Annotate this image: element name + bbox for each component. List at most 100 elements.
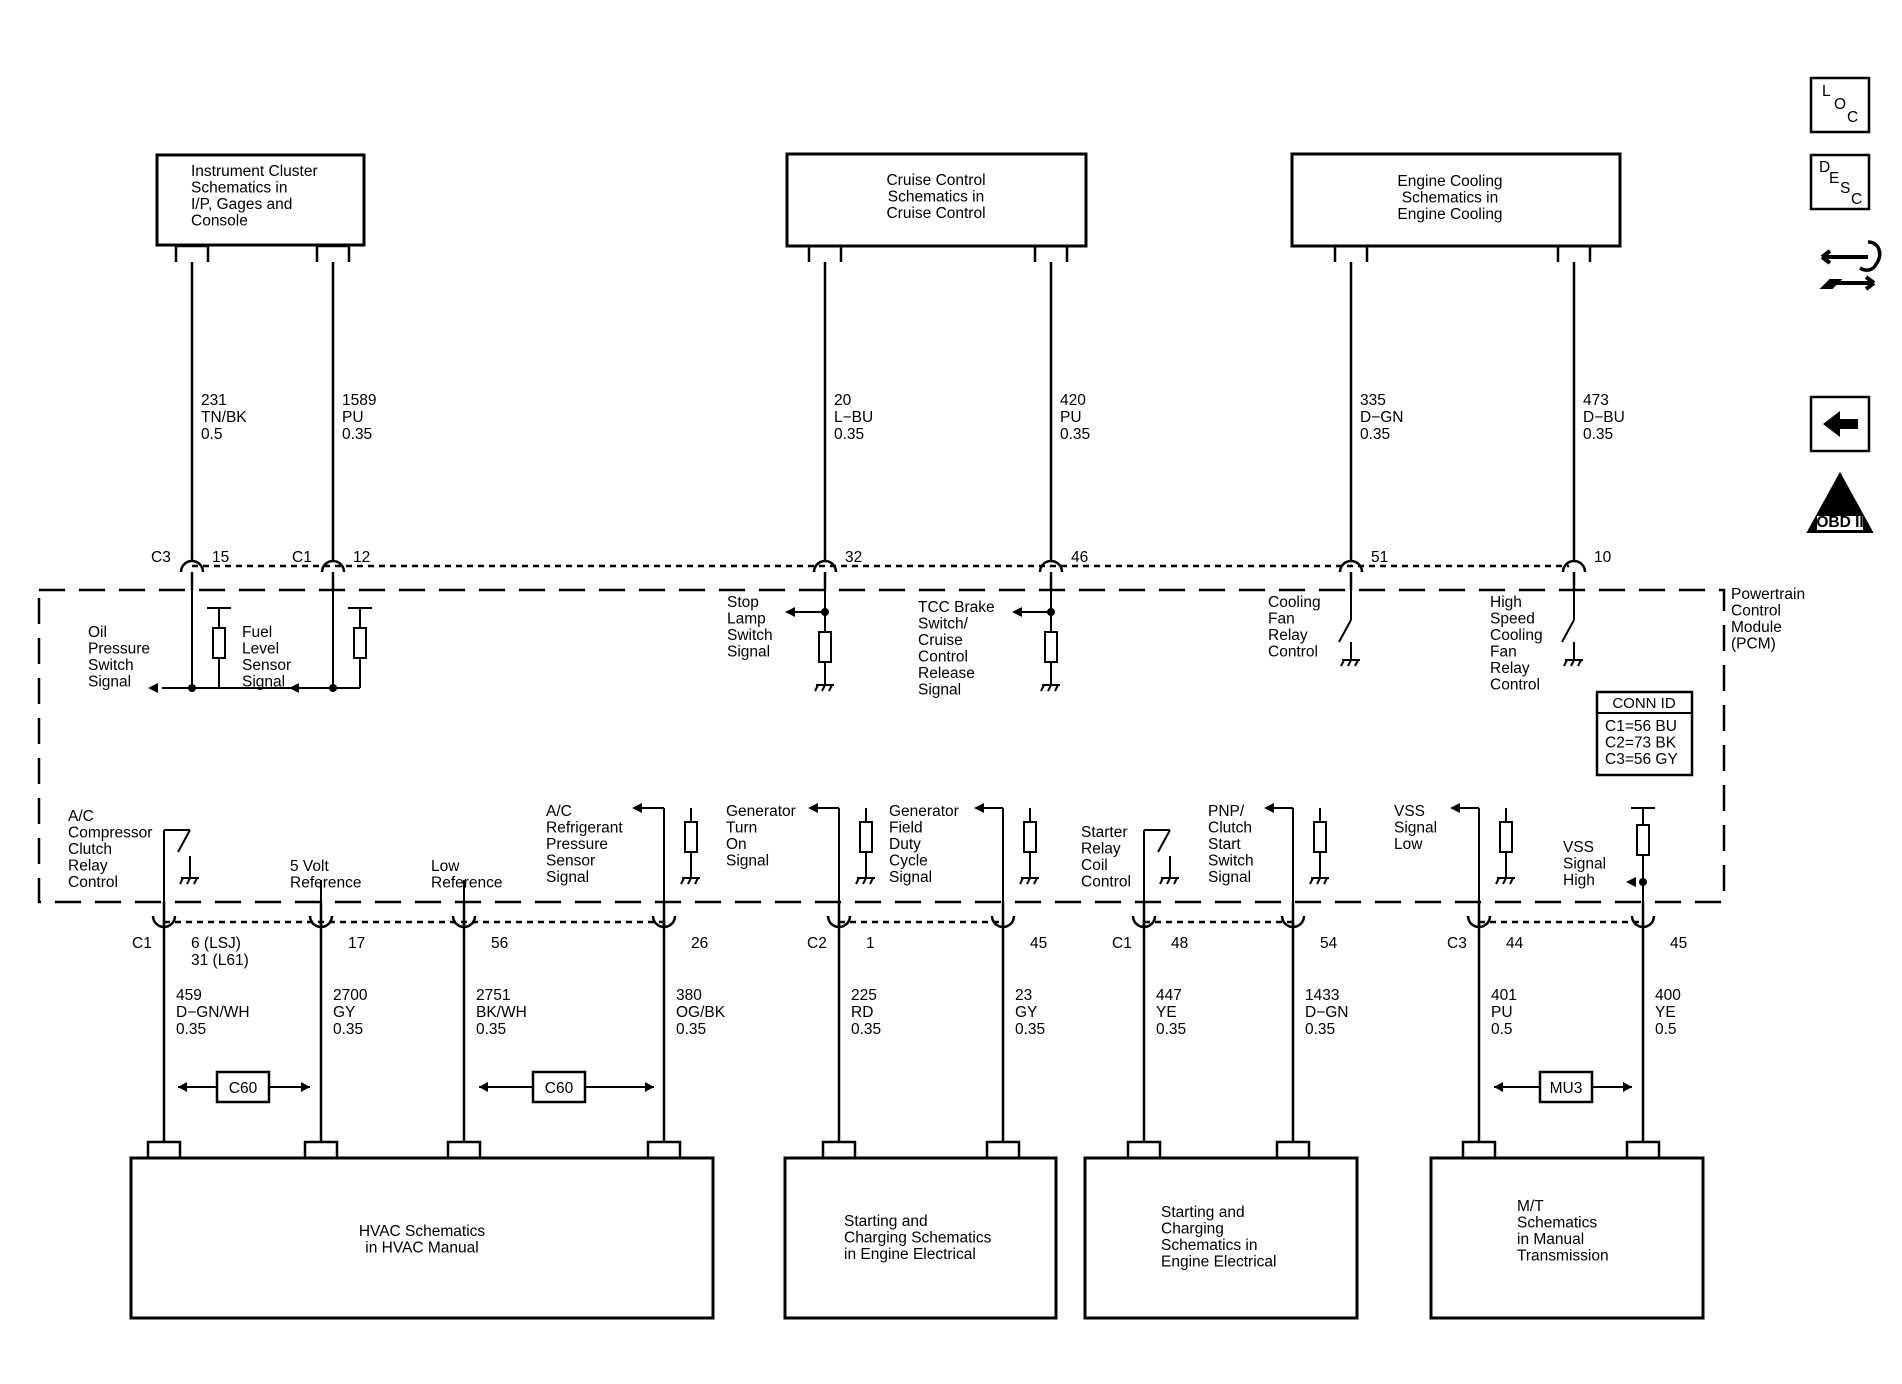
obd-text: OBD II bbox=[1816, 514, 1863, 531]
signal-label: TCC Brake bbox=[918, 599, 995, 616]
signal-label: Stop bbox=[727, 594, 759, 611]
signal-label: Turn bbox=[726, 820, 757, 837]
wire-circuit: 473 bbox=[1583, 392, 1609, 409]
wire-circuit: 1433 bbox=[1305, 987, 1339, 1004]
wire-circuit: 1589 bbox=[342, 392, 376, 409]
wire-color: YE bbox=[1156, 1004, 1177, 1021]
connector-id: C1 bbox=[1112, 935, 1132, 952]
ground-hatch bbox=[1040, 684, 1059, 692]
signal-label: Level bbox=[242, 641, 279, 658]
signal-label: Signal bbox=[727, 644, 770, 661]
resistor bbox=[1023, 821, 1037, 853]
bottom-wire-terminal bbox=[303, 1140, 339, 1158]
connector-id: C3 bbox=[151, 549, 171, 566]
top-wire-terminal bbox=[174, 244, 210, 262]
pin-number-alt: 31 (L61) bbox=[191, 952, 249, 969]
bottom-wire-terminal bbox=[1126, 1140, 1162, 1158]
signal-label: 5 Volt bbox=[290, 858, 329, 875]
signal-label: Compressor bbox=[68, 825, 152, 842]
signal-label: VSS bbox=[1394, 803, 1425, 820]
wire-gauge: 0.5 bbox=[201, 426, 223, 443]
signal-arrow bbox=[808, 803, 818, 813]
ground-hatch bbox=[1563, 659, 1582, 667]
loc-icon bbox=[1809, 76, 1871, 134]
signal-label: Coil bbox=[1081, 857, 1108, 874]
signal-label: Signal bbox=[918, 682, 961, 699]
top-connector-symbol bbox=[1038, 559, 1064, 573]
top-box-label: I/P, Gages and bbox=[191, 196, 292, 213]
wire-gauge: 0.5 bbox=[1491, 1021, 1513, 1038]
top-box-label: Instrument Cluster bbox=[191, 163, 318, 180]
wire-color: GY bbox=[333, 1004, 355, 1021]
bottom-wire-terminal bbox=[1275, 1140, 1311, 1158]
ground-hatch bbox=[1495, 877, 1514, 885]
pin-number: 1 bbox=[866, 935, 875, 952]
bottom-box-label: Transmission bbox=[1517, 1248, 1609, 1265]
top-box-label: Console bbox=[191, 213, 248, 230]
ground-hatch bbox=[1019, 877, 1038, 885]
desc-icon-letter: C bbox=[1851, 191, 1862, 208]
pin-number: 12 bbox=[353, 549, 370, 566]
wire-circuit: 23 bbox=[1015, 987, 1032, 1004]
bottom-wire-terminal bbox=[985, 1140, 1021, 1158]
top-wire-terminal bbox=[1556, 244, 1592, 262]
bottom-box-label: in HVAC Manual bbox=[365, 1240, 478, 1257]
wire-gauge: 0.35 bbox=[676, 1021, 706, 1038]
bottom-wire-terminal bbox=[821, 1140, 857, 1158]
wire-color: RD bbox=[851, 1004, 873, 1021]
wire-circuit: 225 bbox=[851, 987, 877, 1004]
pin-number: 56 bbox=[491, 935, 508, 952]
signal-label: Pressure bbox=[88, 641, 150, 658]
resistor bbox=[859, 821, 873, 853]
wire-color: OG/BK bbox=[676, 1004, 726, 1021]
pin-number: 6 (LSJ) bbox=[191, 935, 241, 952]
signal-label: Signal bbox=[726, 853, 769, 870]
wire-color: PU bbox=[1491, 1004, 1513, 1021]
junction-dot bbox=[1639, 878, 1647, 886]
signal-arrow bbox=[1012, 607, 1022, 617]
top-box-label: Schematics in bbox=[1402, 190, 1498, 207]
signal-label: Release bbox=[918, 665, 975, 682]
top-connector-symbol bbox=[320, 559, 346, 573]
conn-id-title: CONN ID bbox=[1612, 695, 1676, 712]
wire-gauge: 0.35 bbox=[834, 426, 864, 443]
top-wire-terminal bbox=[315, 244, 351, 262]
signal-label: Signal bbox=[546, 869, 589, 886]
splice-label: MU3 bbox=[1550, 1080, 1583, 1097]
wire-color: D−GN bbox=[1305, 1004, 1349, 1021]
wire-color: L−BU bbox=[834, 409, 873, 426]
junction-dot bbox=[329, 684, 337, 692]
pin-number: 45 bbox=[1030, 935, 1047, 952]
wire-circuit: 420 bbox=[1060, 392, 1086, 409]
wire-color: PU bbox=[1060, 409, 1082, 426]
desc-icon-letter: D bbox=[1819, 159, 1830, 176]
arrow-left-icon bbox=[1823, 411, 1858, 437]
desc-icon-letter: E bbox=[1829, 170, 1839, 187]
ground-hatch bbox=[1309, 877, 1328, 885]
pcm-label: (PCM) bbox=[1731, 636, 1776, 653]
signal-label: Reference bbox=[290, 875, 362, 892]
signal-label: Control bbox=[1081, 874, 1131, 891]
wire-circuit: 447 bbox=[1156, 987, 1182, 1004]
obd-label-bg bbox=[1817, 516, 1863, 530]
splice-box bbox=[531, 1070, 587, 1104]
repair-icon-hand bbox=[1859, 240, 1882, 272]
top-connector-symbol bbox=[1338, 559, 1364, 573]
top-box-label: Cruise Control bbox=[886, 205, 985, 222]
signal-arrow bbox=[1450, 803, 1460, 813]
connector-id: C1 bbox=[132, 935, 152, 952]
bottom-box-label: Schematics in bbox=[1161, 1237, 1257, 1254]
ground-hatch bbox=[179, 877, 198, 885]
signal-label: PNP/ bbox=[1208, 803, 1245, 820]
arrow-head bbox=[301, 1082, 310, 1092]
signal-label: Control bbox=[1268, 644, 1318, 661]
wire-color: D−GN bbox=[1360, 409, 1404, 426]
signal-arrow bbox=[974, 803, 984, 813]
bottom-box-label: Starting and bbox=[844, 1213, 928, 1230]
wire-gauge: 0.35 bbox=[176, 1021, 206, 1038]
signal-label: Lamp bbox=[727, 611, 766, 628]
wire-circuit: 400 bbox=[1655, 987, 1681, 1004]
arrow-head bbox=[1623, 1082, 1632, 1092]
